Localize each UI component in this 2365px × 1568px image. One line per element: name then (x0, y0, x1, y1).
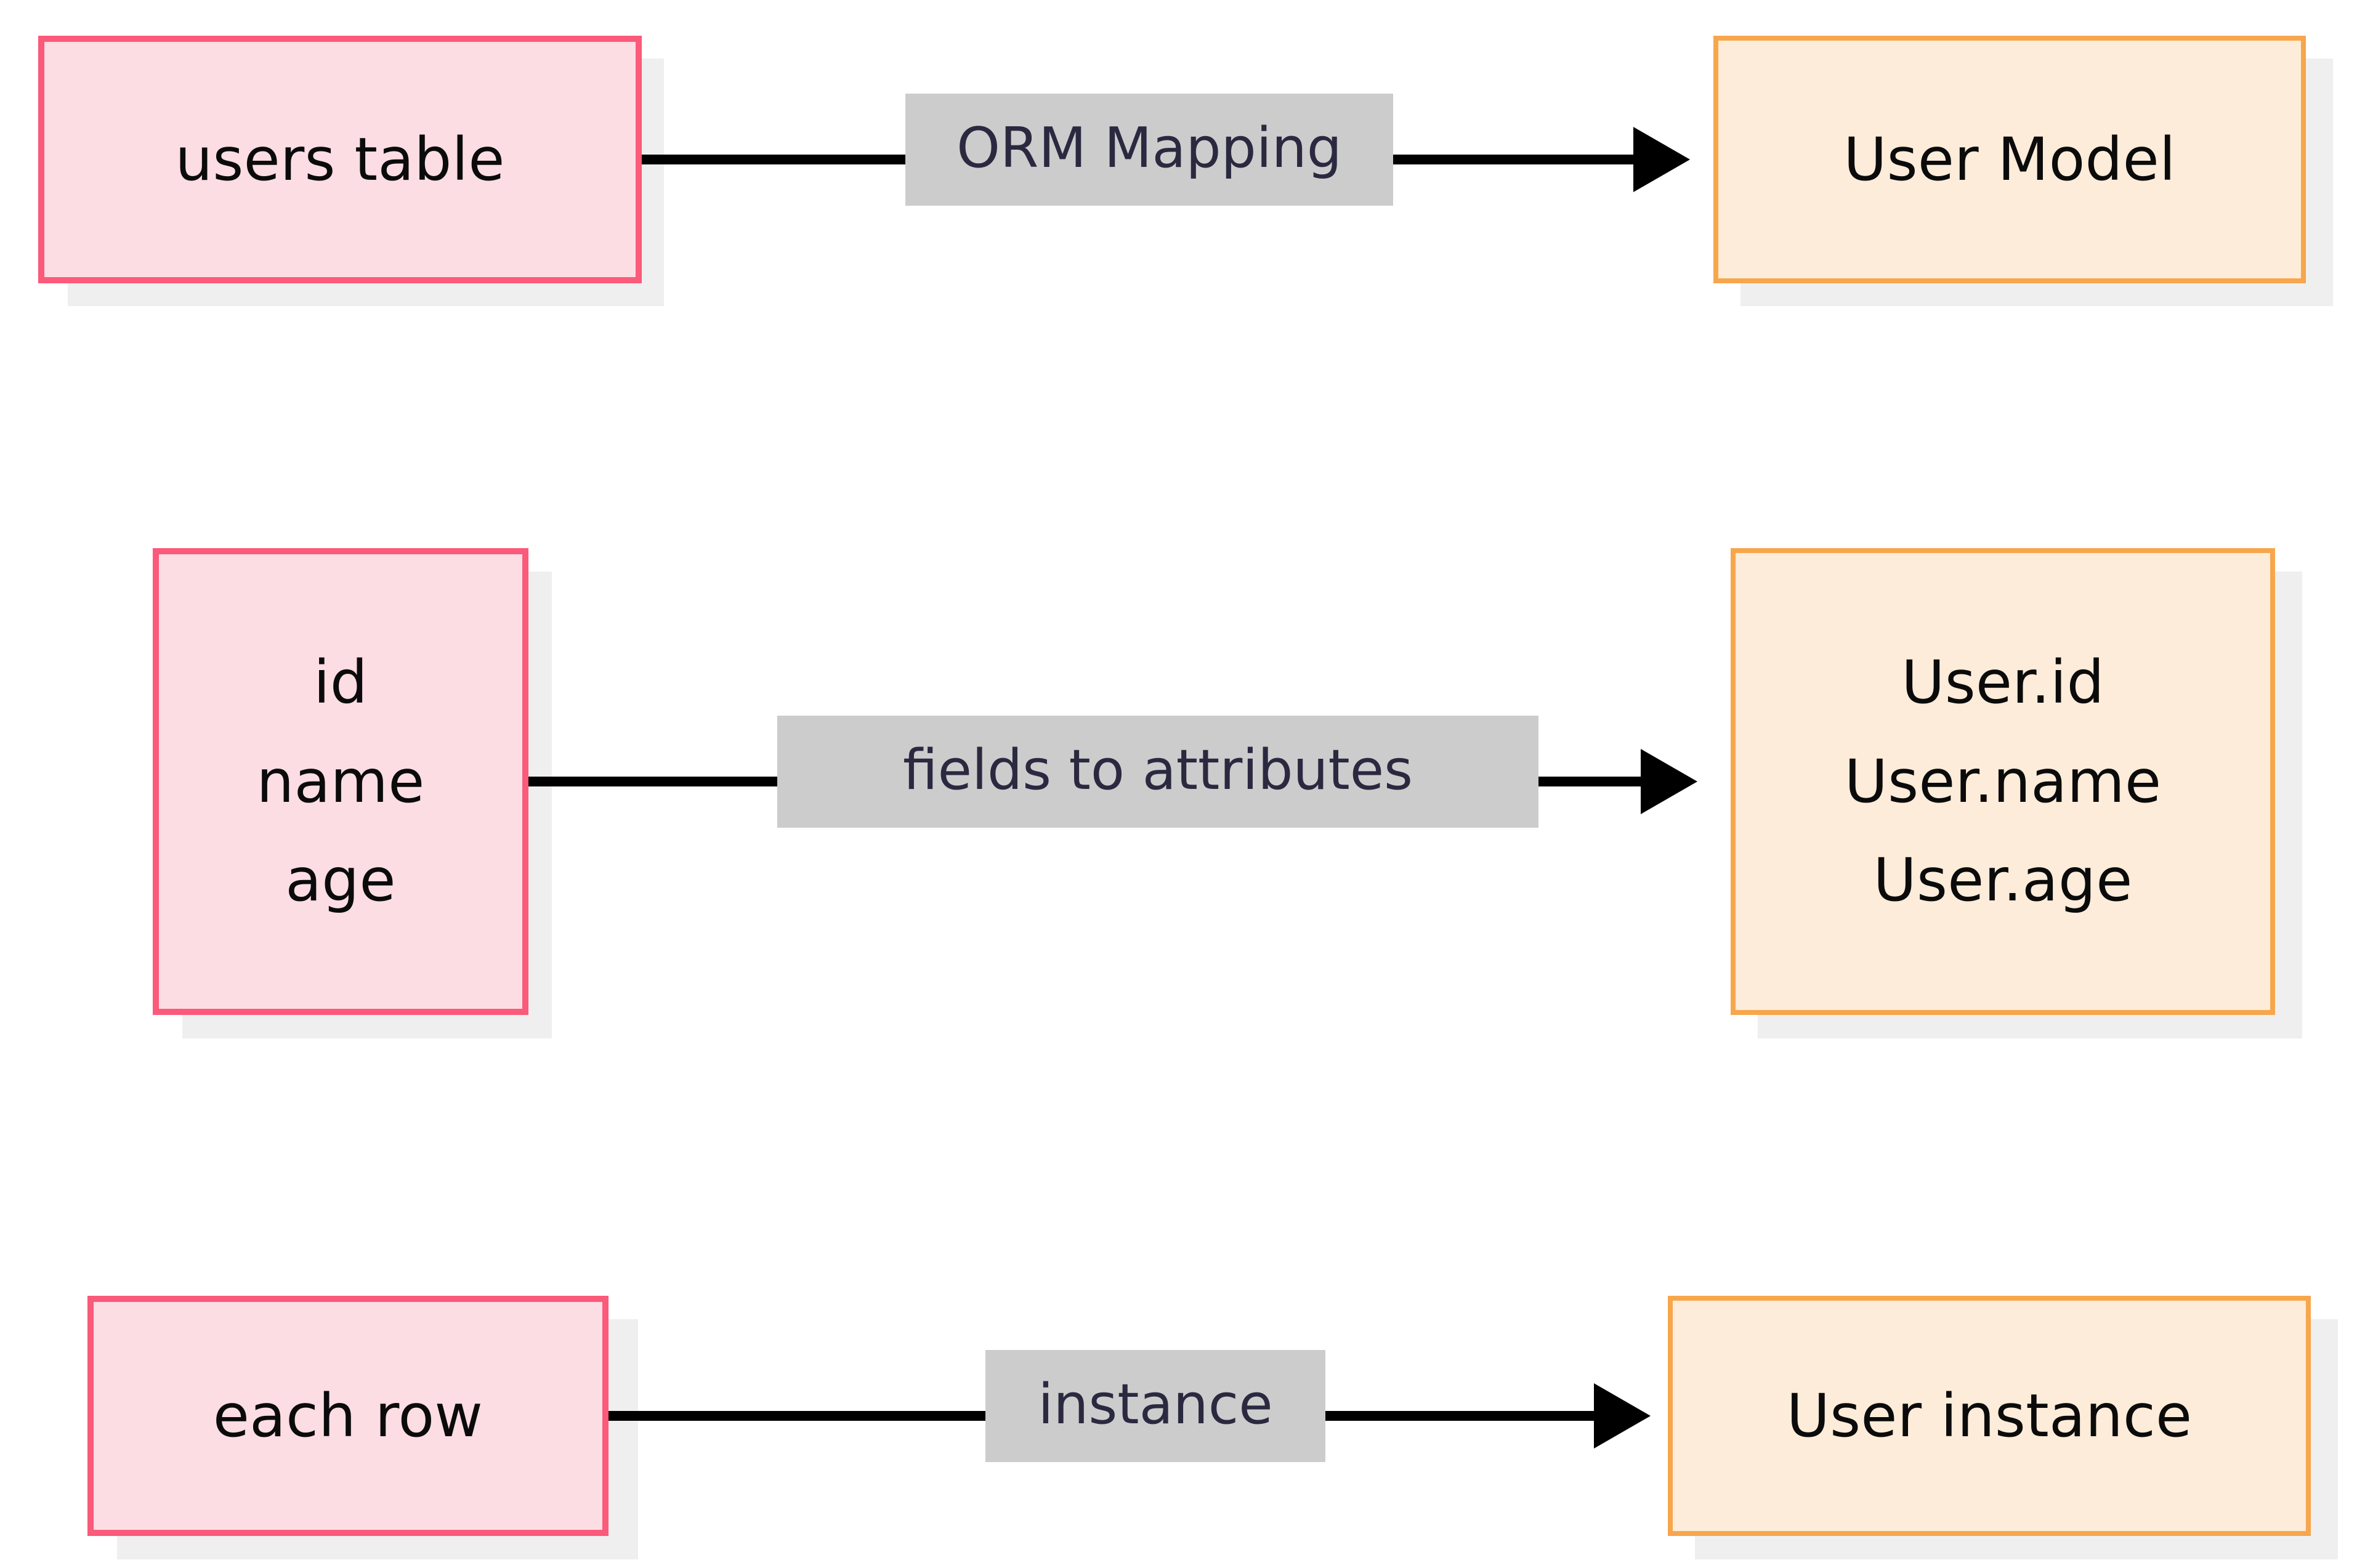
node-table-fields-line-1: id (313, 647, 368, 717)
node-model-attributes-line-1: User.id (1901, 647, 2104, 717)
node-table-fields-line-3: age (285, 846, 396, 915)
arrowhead-icon-orm-mapping (1633, 127, 1690, 192)
edge-label-instance: instance (985, 1350, 1325, 1462)
node-users-table[interactable]: users table (38, 36, 642, 283)
edge-instance-line-left (608, 1411, 995, 1421)
edge-fields-to-attributes-line-left (528, 777, 778, 786)
node-user-model[interactable]: User Model (1713, 36, 2306, 283)
node-each-row-label: each row (212, 1381, 483, 1450)
node-model-attributes-line-2: User.name (1844, 746, 2162, 816)
edge-orm-mapping-line-left (642, 155, 919, 164)
node-user-model-label: User Model (1843, 124, 2176, 194)
node-each-row[interactable]: each row (87, 1296, 608, 1536)
edge-fields-to-attributes-line-right (1526, 777, 1648, 786)
node-model-attributes[interactable]: User.id User.name User.age (1731, 548, 2275, 1015)
node-user-instance-label: User instance (1786, 1381, 2193, 1450)
arrowhead-icon-fields-to-attributes (1641, 749, 1697, 814)
arrowhead-icon-instance (1594, 1383, 1651, 1449)
node-user-instance[interactable]: User instance (1668, 1296, 2311, 1536)
edge-label-fields-to-attributes: fields to attributes (777, 716, 1538, 828)
edge-label-orm-mapping: ORM Mapping (905, 94, 1393, 206)
node-table-fields[interactable]: id name age (153, 548, 528, 1015)
edge-orm-mapping-line-right (1382, 155, 1641, 164)
edge-instance-line-right (1313, 1411, 1601, 1421)
node-users-table-label: users table (175, 124, 505, 194)
node-table-fields-line-2: name (256, 746, 425, 816)
node-model-attributes-line-3: User.age (1873, 846, 2133, 915)
